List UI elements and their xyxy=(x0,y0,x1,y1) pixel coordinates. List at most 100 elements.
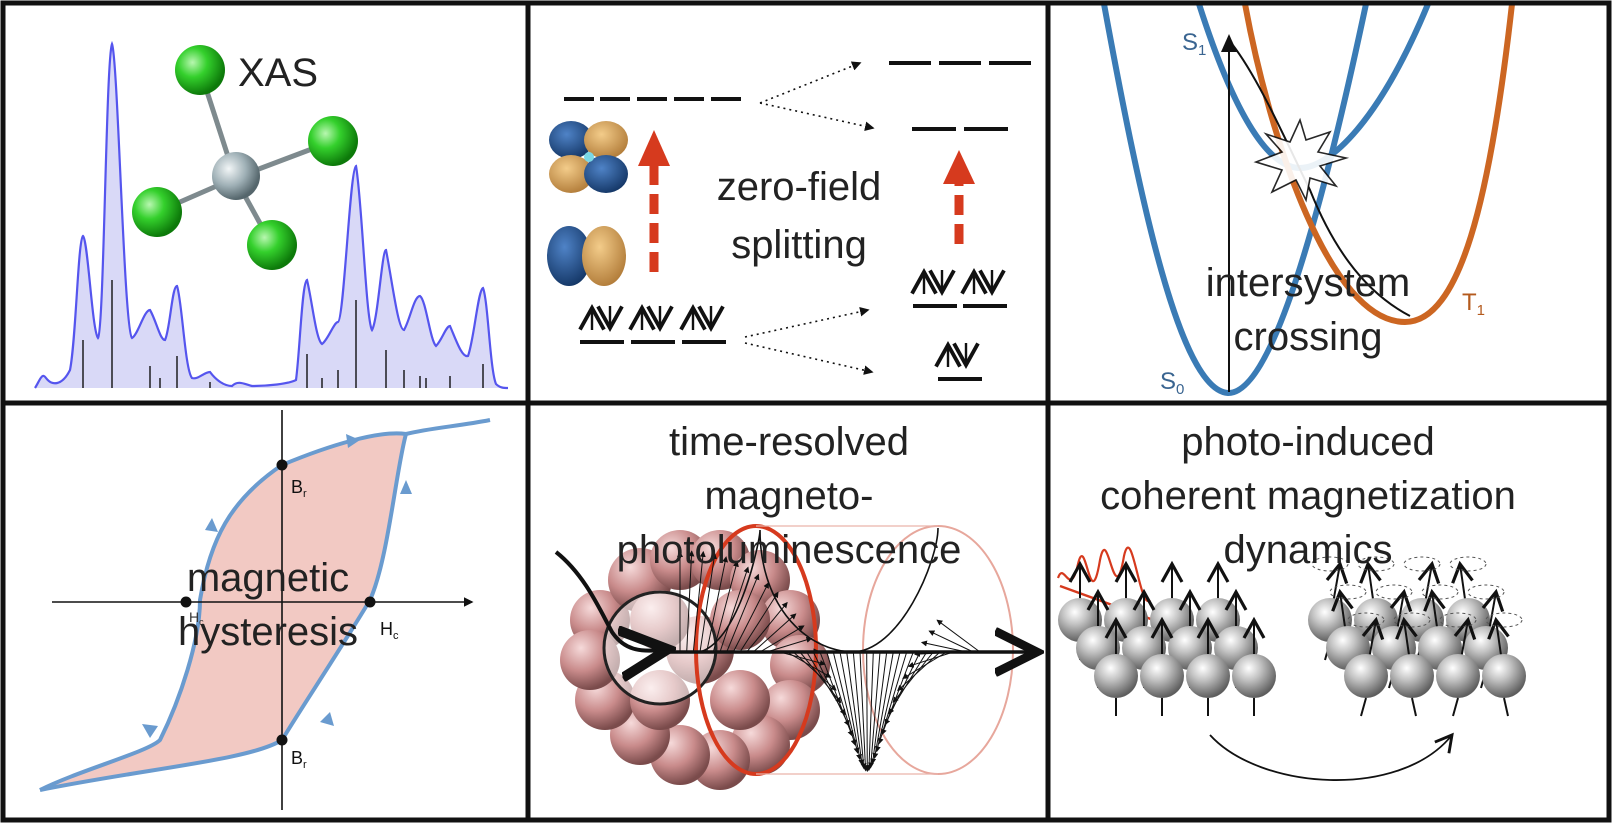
spin-vector xyxy=(907,651,954,668)
spin-site xyxy=(1482,612,1526,717)
relaxation-path xyxy=(1231,43,1411,317)
spin-vector xyxy=(726,573,760,653)
mpl-labels: time-resolved magneto- photoluminescence xyxy=(617,420,962,572)
s1-label: S1 xyxy=(1182,29,1206,59)
mpl-label-line3: photoluminescence xyxy=(617,528,962,572)
spin-vector xyxy=(739,591,779,653)
xas-spectrum xyxy=(34,40,509,390)
molecule-icon xyxy=(132,45,358,270)
hc-right-label: Hc xyxy=(380,619,399,642)
chlorine-atom xyxy=(308,116,358,166)
br-bottom-point xyxy=(276,734,288,746)
spin-vector xyxy=(852,651,867,770)
excitation-arrow-right xyxy=(943,150,975,244)
spin-site xyxy=(1390,612,1434,717)
spin-vector xyxy=(819,651,854,737)
hysteresis-loop-fill xyxy=(40,420,490,790)
spin-vector xyxy=(868,651,881,769)
spin-vector xyxy=(936,619,981,653)
excitation-arrow-left xyxy=(638,130,670,272)
spin-vector xyxy=(746,601,788,653)
dz-orbital-icon xyxy=(547,226,626,286)
magdyn-label-line3: dynamics xyxy=(1224,528,1393,572)
spin-site xyxy=(1344,612,1388,717)
t1-potential-curve xyxy=(1242,4,1515,326)
hysteresis-loop-upper xyxy=(39,418,491,792)
br-bottom-label: Br xyxy=(291,748,307,771)
xas-spectrum-fill xyxy=(35,44,508,388)
zfs-label-line1: zero-field xyxy=(717,165,882,209)
mpl-label-line1: time-resolved xyxy=(669,420,909,464)
zfs-label-line2: splitting xyxy=(731,223,867,267)
isc-label-line1: intersystem xyxy=(1206,261,1411,305)
spin-vector xyxy=(692,550,706,653)
spin-vector xyxy=(759,625,805,653)
right-spin-lattice xyxy=(1308,556,1526,717)
hysteresis-label-line2: hysteresis xyxy=(178,610,358,654)
isc-label-line2: crossing xyxy=(1234,315,1383,359)
hc-right-point xyxy=(364,596,376,608)
chlorine-atom xyxy=(175,45,225,95)
br-top-label: Br xyxy=(291,477,307,500)
incoming-excitation-arrow xyxy=(554,550,660,651)
spin-vector xyxy=(706,556,729,653)
xas-spectrum-line xyxy=(34,40,509,390)
spin-vector xyxy=(719,566,750,653)
hysteresis-panel: Br Br Hc Hc magnetic hysteresis xyxy=(39,410,491,810)
spin-vector xyxy=(928,630,974,653)
mpl-label-line2: magneto- xyxy=(705,474,874,518)
spin-vector xyxy=(839,651,863,761)
mpl-panel xyxy=(554,524,1030,790)
spin-vector xyxy=(870,651,888,765)
laser-pulse xyxy=(1056,546,1151,603)
br-top-point xyxy=(276,459,288,471)
ground-level-right xyxy=(913,304,1007,381)
spin-vector xyxy=(766,636,813,653)
spin-vector xyxy=(752,613,797,653)
evolution-arrow xyxy=(1209,732,1454,781)
loop-direction-arrows xyxy=(142,434,412,738)
hc-left-label: Hc xyxy=(189,609,204,627)
t1-label: T1 xyxy=(1462,289,1485,319)
spin-vector xyxy=(884,651,921,726)
crossing-burst-icon xyxy=(1253,117,1350,203)
xas-panel: XAS xyxy=(34,40,509,390)
dotted-correlation-lines xyxy=(744,61,875,375)
hysteresis-label-line1: magnetic xyxy=(187,556,349,600)
left-spin-lattice xyxy=(1058,560,1276,716)
spin-vector xyxy=(888,651,928,715)
spin-vector xyxy=(812,651,850,727)
spin-site xyxy=(1232,616,1276,716)
spin-vector xyxy=(732,582,769,653)
d-orbital-icon xyxy=(549,121,628,193)
hysteresis-loop-lower xyxy=(39,433,408,792)
nanocrystal-cluster xyxy=(560,530,830,790)
spin-site xyxy=(1186,616,1230,716)
spin-vector xyxy=(874,651,901,753)
spin-arrows-left xyxy=(578,304,725,332)
spin-vector xyxy=(846,651,865,766)
s0-label: S0 xyxy=(1160,368,1184,398)
spin-vector xyxy=(864,651,871,773)
magdyn-label-line2: coherent magnetization xyxy=(1100,474,1516,518)
spin-vector xyxy=(779,651,826,666)
isc-panel xyxy=(1101,4,1515,397)
chlorine-atom xyxy=(132,187,182,237)
hc-left-point xyxy=(180,596,192,608)
spin-site xyxy=(1094,616,1138,716)
isc-labels: S1 S0 T1 intersystem crossing xyxy=(1160,29,1485,398)
spin-vector xyxy=(866,651,874,772)
spin-site xyxy=(1436,612,1480,717)
magdyn-panel: photo-induced coherent magnetization dyn… xyxy=(1056,420,1526,781)
zfs-panel: zero-field splitting xyxy=(547,61,1031,381)
magdyn-label-line1: photo-induced xyxy=(1181,420,1435,464)
spin-vector xyxy=(872,651,894,760)
spin-precession-trace xyxy=(699,527,939,653)
spin-site xyxy=(1140,616,1184,716)
spin-vector xyxy=(832,651,860,754)
spin-vector xyxy=(859,651,869,772)
xas-label: XAS xyxy=(238,51,318,95)
